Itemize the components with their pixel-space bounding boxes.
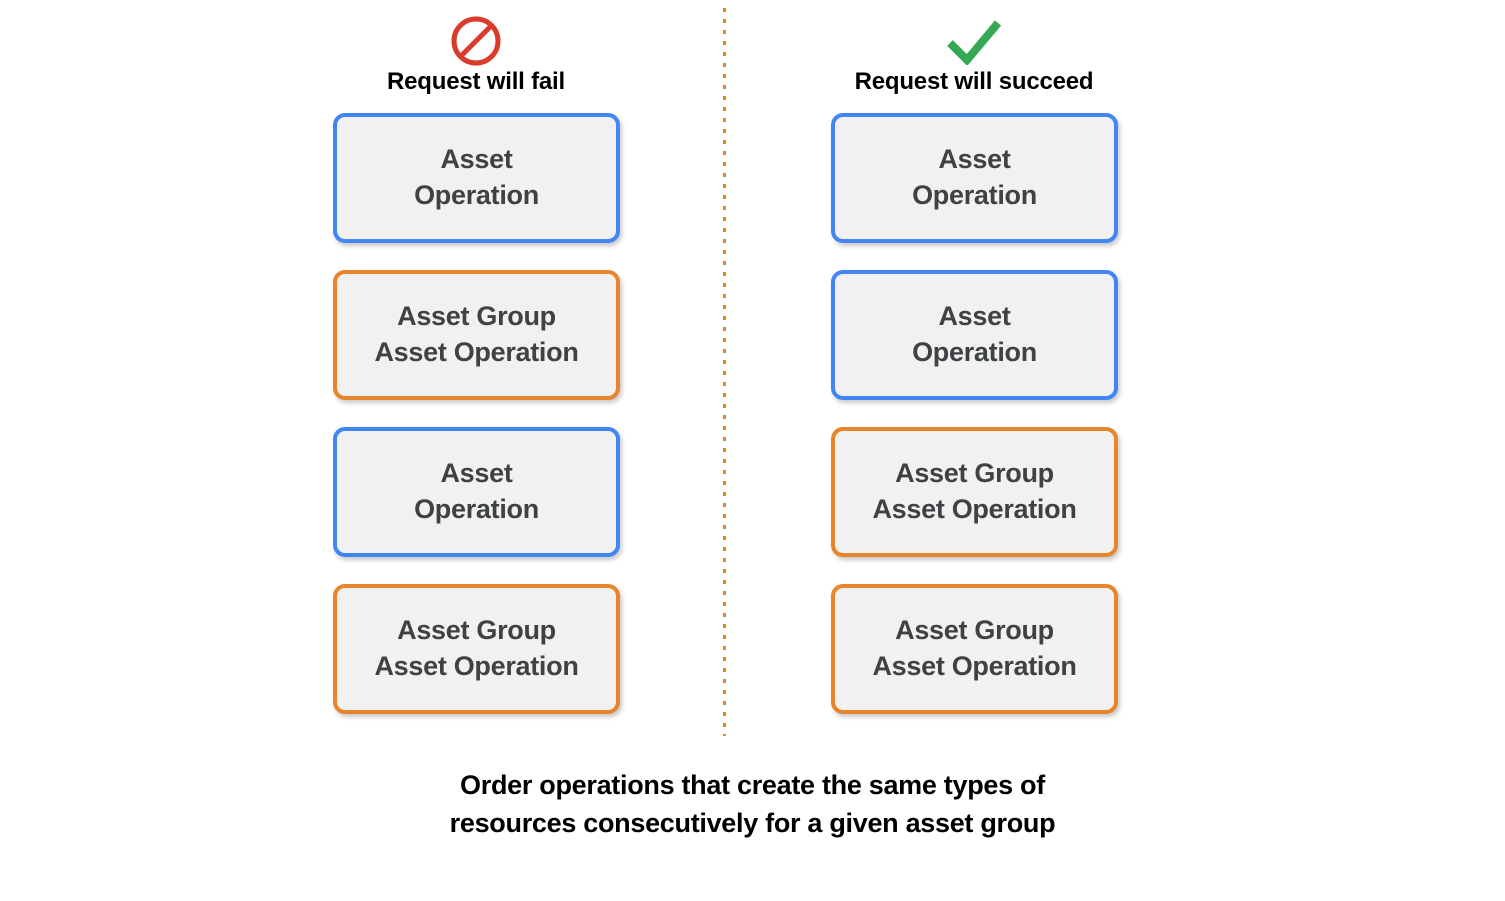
operation-card-label: Asset Group Asset Operation bbox=[872, 615, 1077, 681]
column-fail: Request will fail Asset Operation Asset … bbox=[326, 0, 626, 714]
operation-card[interactable]: Asset Group Asset Operation bbox=[831, 584, 1118, 714]
column-header-succeed: Request will succeed bbox=[824, 0, 1124, 105]
operation-card[interactable]: Asset Group Asset Operation bbox=[333, 270, 620, 400]
operation-card-label: Asset Group Asset Operation bbox=[374, 615, 579, 681]
operation-card[interactable]: Asset Operation bbox=[831, 270, 1118, 400]
operation-card-label: Asset Operation bbox=[912, 301, 1037, 367]
operation-card[interactable]: Asset Operation bbox=[333, 427, 620, 557]
column-title-succeed: Request will succeed bbox=[854, 68, 1094, 95]
operation-card-label: Asset Operation bbox=[414, 144, 539, 210]
card-stack-fail: Asset Operation Asset Group Asset Operat… bbox=[333, 113, 620, 714]
card-stack-succeed: Asset Operation Asset Operation Asset Gr… bbox=[831, 113, 1118, 714]
prohibition-icon bbox=[326, 14, 626, 68]
column-header-fail: Request will fail bbox=[326, 0, 626, 105]
column-divider bbox=[723, 8, 726, 736]
diagram-caption: Order operations that create the same ty… bbox=[449, 770, 1056, 839]
operation-card[interactable]: Asset Group Asset Operation bbox=[333, 584, 620, 714]
operation-card-label: Asset Operation bbox=[414, 458, 539, 524]
column-succeed: Request will succeed Asset Operation Ass… bbox=[824, 0, 1124, 714]
operation-card[interactable]: Asset Operation bbox=[333, 113, 620, 243]
column-title-fail: Request will fail bbox=[387, 68, 565, 95]
operation-card[interactable]: Asset Group Asset Operation bbox=[831, 427, 1118, 557]
operation-card-label: Asset Group Asset Operation bbox=[374, 301, 579, 367]
checkmark-icon bbox=[824, 14, 1124, 68]
operation-card-label: Asset Group Asset Operation bbox=[872, 458, 1077, 524]
operation-card[interactable]: Asset Operation bbox=[831, 113, 1118, 243]
operation-card-label: Asset Operation bbox=[912, 144, 1037, 210]
